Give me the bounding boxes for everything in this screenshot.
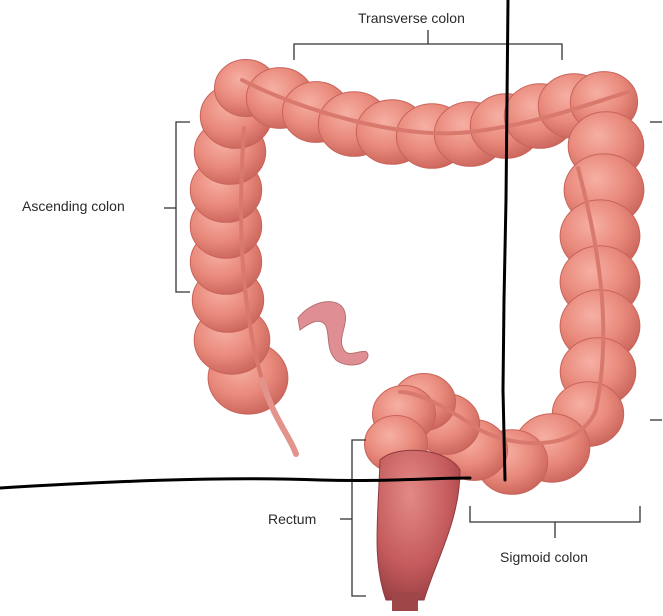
bracket-transverse: [294, 30, 562, 60]
label-ascending-colon: Ascending colon: [22, 198, 125, 214]
marker-line-vertical: [503, 0, 508, 480]
label-rectum: Rectum: [268, 511, 316, 527]
bracket-rectum: [340, 440, 366, 596]
bracket-ascending: [164, 122, 190, 292]
colon-body: [190, 60, 644, 495]
appendix: [298, 302, 368, 365]
bracket-sigmoid: [470, 506, 640, 538]
rectum-shape: [377, 450, 460, 611]
label-sigmoid-colon: Sigmoid colon: [500, 549, 588, 565]
label-transverse-colon: Transverse colon: [358, 10, 465, 26]
bracket-right: [650, 122, 662, 420]
